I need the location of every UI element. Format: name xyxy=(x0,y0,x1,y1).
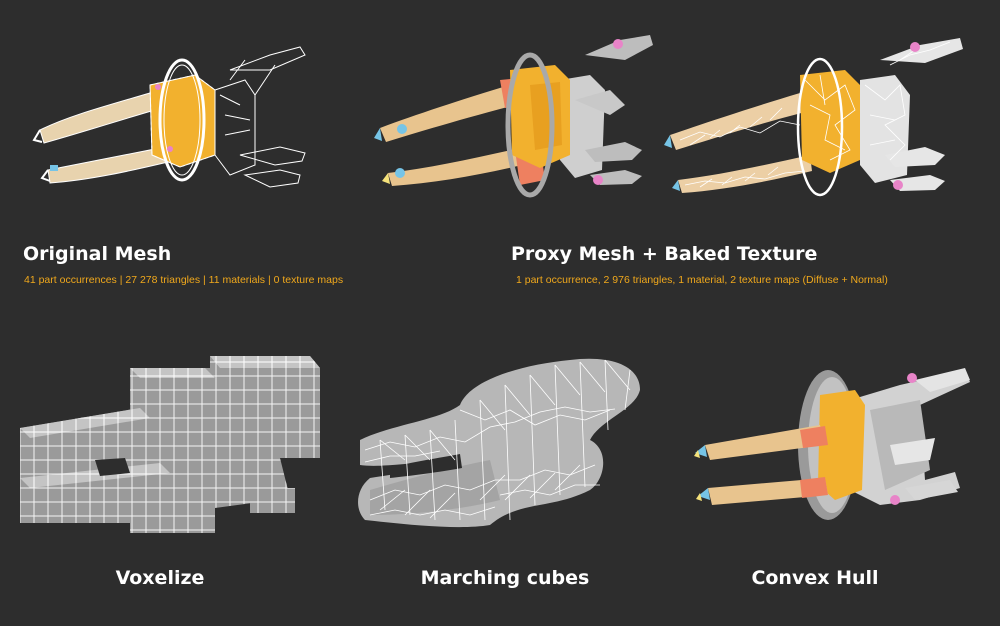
proxy-wireframe-render xyxy=(664,38,963,197)
voxelize-render xyxy=(20,356,320,533)
marching-cubes-title: Marching cubes xyxy=(420,567,590,589)
original-mesh-stats: 41 part occurrences | 27 278 triangles |… xyxy=(24,274,344,286)
original-mesh-title: Original Mesh xyxy=(23,243,172,265)
convex-hull-render xyxy=(694,368,970,520)
voxelize-title: Voxelize xyxy=(115,567,205,589)
proxy-mesh-stats: 1 part occurrence, 2 976 triangles, 1 ma… xyxy=(516,274,888,286)
proxy-mesh-title: Proxy Mesh + Baked Texture xyxy=(511,243,818,265)
proxy-mesh-render xyxy=(374,35,653,198)
marching-cubes-render xyxy=(358,358,640,528)
original-mesh-render xyxy=(32,46,306,188)
convex-hull-title: Convex Hull xyxy=(751,567,879,589)
